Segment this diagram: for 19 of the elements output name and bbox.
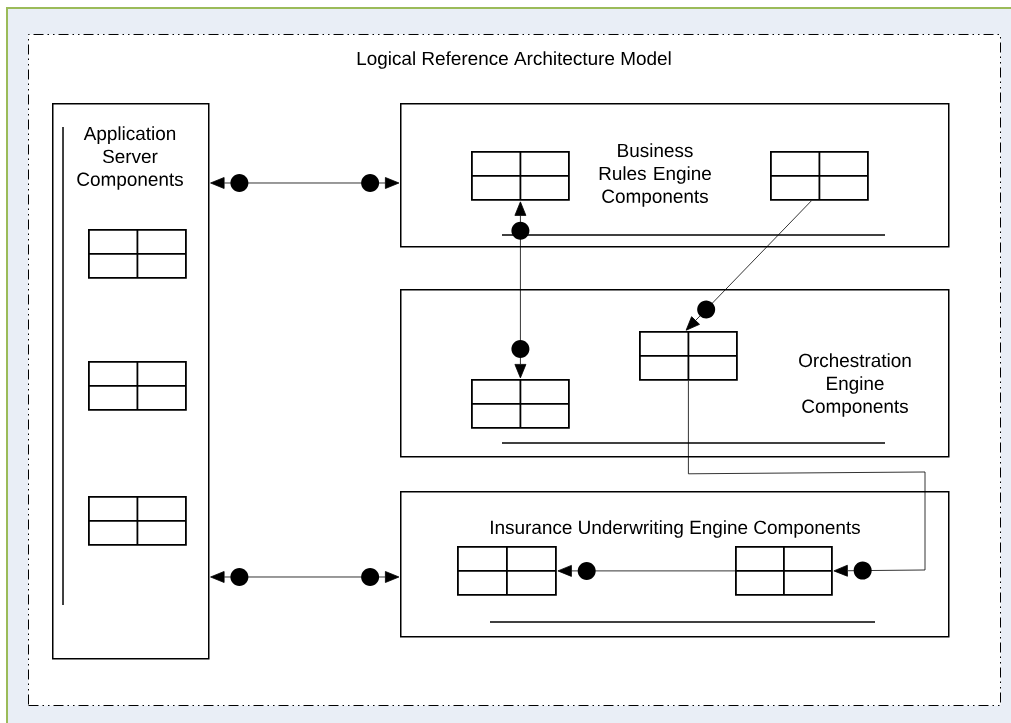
component-grid [735,546,833,596]
connector-arrow [210,568,400,586]
connector-arrow [511,201,530,379]
connector-arrow [685,200,812,331]
component-grid [770,151,869,201]
component-grid [88,229,187,279]
component-grid [457,546,557,596]
component-box: Insurance Underwriting Engine Components [400,491,950,638]
connector-arrow [210,174,400,192]
component-grid [639,331,738,381]
component-box: Application Server Components [52,103,210,660]
component-grid [88,361,187,411]
connector-arrow [688,380,926,580]
component-box: Business Rules Engine Components [400,103,950,248]
component-grid [471,151,570,201]
connector-arrow [557,561,736,580]
component-grid [471,379,570,429]
component-grid [88,496,187,546]
component-box: Orchestration Engine Components [400,289,950,458]
